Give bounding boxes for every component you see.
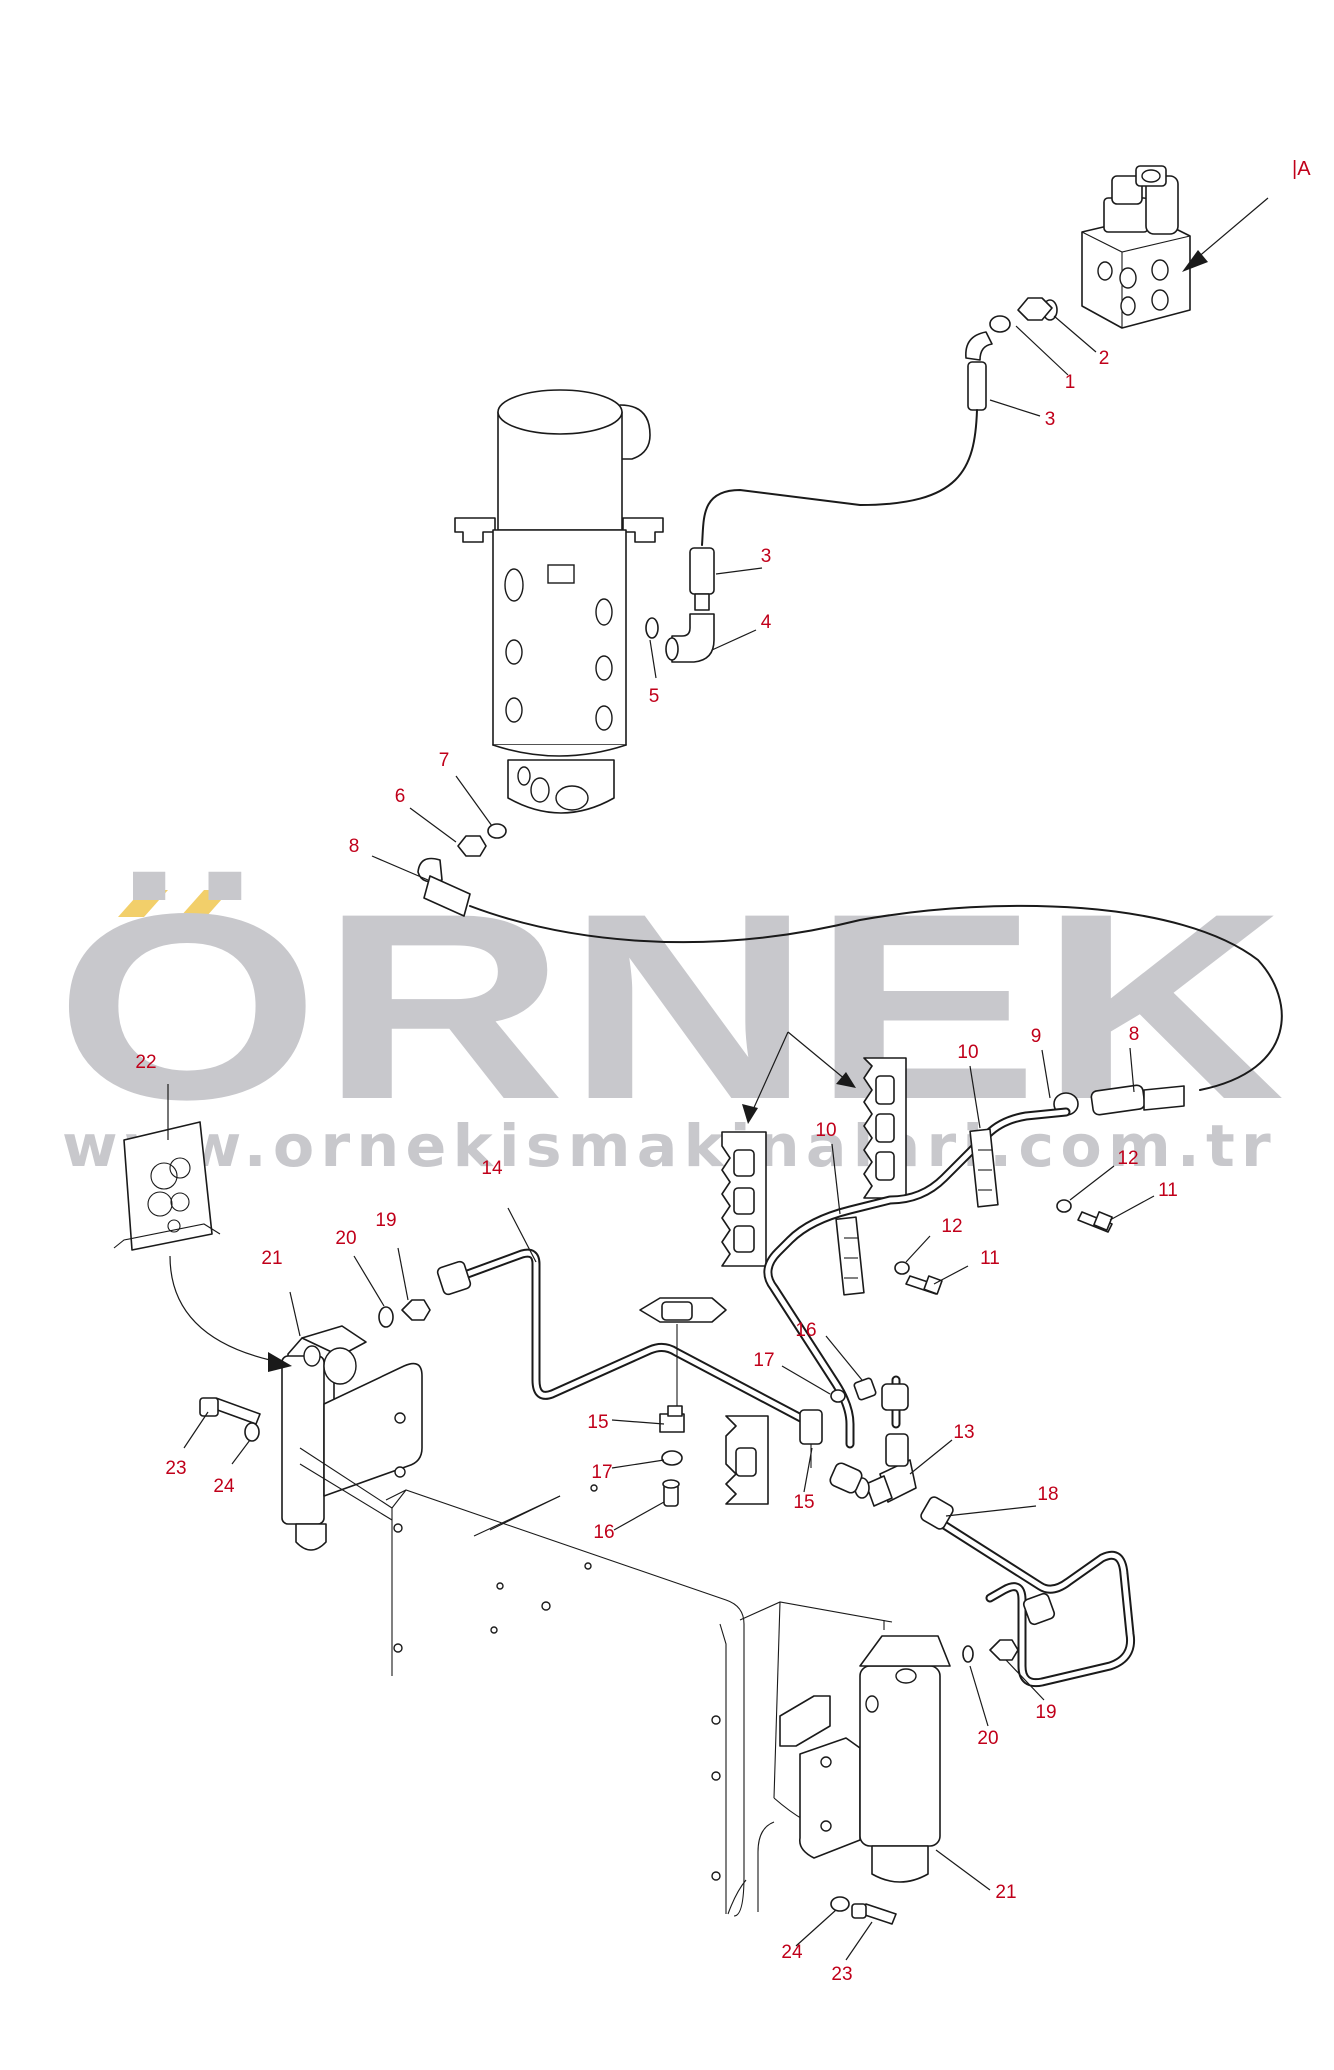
filter-21-left xyxy=(281,1325,423,1551)
callout-7: 7 xyxy=(439,750,450,771)
pipe-18-nuts xyxy=(920,1496,1056,1626)
callout-15-right: 15 xyxy=(793,1492,814,1513)
washer-17-bolt-16-lower xyxy=(661,1450,683,1507)
arrow-ref-a xyxy=(1182,197,1269,272)
clamp-15-right xyxy=(799,1409,823,1468)
callout-21-right: 21 xyxy=(995,1882,1016,1903)
fittings-19-20-left xyxy=(378,1299,431,1328)
callout-17-left: 17 xyxy=(591,1462,612,1483)
callout-18: 18 xyxy=(1037,1484,1058,1505)
hose-8 xyxy=(469,904,1283,1091)
filter-21-right xyxy=(779,1635,951,1883)
pipe-14-nut xyxy=(436,1260,472,1296)
callout-5: 5 xyxy=(649,686,660,707)
fittings-19-20-right xyxy=(962,1639,1019,1663)
hose-8-end-fitting xyxy=(1053,1084,1185,1116)
clamp-detail-lower xyxy=(721,1131,767,1267)
elbow-4 xyxy=(665,613,715,663)
watermark-url: www.ornekismakinalari.com.tr xyxy=(62,1112,1277,1180)
callout-1: 1 xyxy=(1065,372,1076,393)
clamp-detail-right xyxy=(725,1415,769,1505)
hose-3-fitting-lower xyxy=(689,547,715,611)
callout-19-left: 19 xyxy=(375,1210,396,1231)
callout-12-left: 12 xyxy=(941,1216,962,1237)
callout-11-left: 11 xyxy=(980,1248,1000,1269)
callout-15-left: 15 xyxy=(587,1412,608,1433)
clamp-detail-upper xyxy=(863,1057,907,1199)
callout-3-lower: 3 xyxy=(761,546,772,567)
swivel-joint xyxy=(454,389,664,814)
o-ring-5 xyxy=(645,617,659,639)
callout-20-right: 20 xyxy=(977,1728,998,1749)
hose-3 xyxy=(701,409,978,546)
callout-14: 14 xyxy=(481,1158,503,1179)
bolts-11-washers-12 xyxy=(894,1199,1113,1295)
callouts: 1 2 3 3 4 5 7 6 8 8 9 10 10 12 11 12 11 … xyxy=(135,348,1177,1985)
clamp-15-left xyxy=(659,1405,685,1433)
bolt-23-washer-24-left xyxy=(199,1397,261,1442)
ref-label: |A xyxy=(1292,158,1311,180)
callout-8-right: 8 xyxy=(1129,1024,1140,1045)
tee-13 xyxy=(829,1433,917,1507)
callout-23-left: 23 xyxy=(165,1458,186,1479)
leader-lines xyxy=(167,315,1155,1961)
chassis-frame xyxy=(385,1484,893,1917)
fittings-6-7 xyxy=(417,823,507,917)
fittings-1-2 xyxy=(965,297,1058,411)
callout-24-left: 24 xyxy=(213,1476,235,1497)
watermark-accent-right xyxy=(180,890,230,917)
seal-kit-22 xyxy=(113,1121,292,1372)
callout-8-left: 8 xyxy=(349,836,360,857)
arrows-to-clamps xyxy=(742,1031,856,1124)
callout-17-right: 17 xyxy=(753,1350,774,1371)
callout-22: 22 xyxy=(135,1052,156,1073)
washer-17-bolt-16-upper xyxy=(830,1377,877,1403)
callout-16-right: 16 xyxy=(795,1320,816,1341)
callout-19-right: 19 xyxy=(1035,1702,1056,1723)
callout-23-right: 23 xyxy=(831,1964,852,1985)
watermark: ÖRNEK www.ornekismakinalari.com.tr xyxy=(55,859,1285,1180)
callout-12-right: 12 xyxy=(1117,1148,1138,1169)
callout-24-right: 24 xyxy=(781,1942,803,1963)
clamp-10-right xyxy=(969,1128,999,1208)
callout-10-left: 10 xyxy=(815,1120,836,1141)
callout-16-left: 16 xyxy=(593,1522,614,1543)
bolt-23-washer-24-right xyxy=(830,1896,897,1925)
callout-11-right: 11 xyxy=(1158,1180,1178,1201)
callout-9: 9 xyxy=(1031,1026,1042,1047)
control-valve xyxy=(1081,165,1191,329)
pipe-14 xyxy=(457,1248,821,1431)
watermark-accent-left xyxy=(118,890,168,917)
callout-2: 2 xyxy=(1099,348,1110,369)
callout-4: 4 xyxy=(761,612,772,633)
callout-6: 6 xyxy=(395,786,406,807)
pipe-18 xyxy=(925,1511,1136,1688)
pipe-16-upper xyxy=(881,1375,909,1429)
clamp-10-left xyxy=(835,1216,865,1296)
callout-3-upper: 3 xyxy=(1045,409,1056,430)
clamp-detail-centre xyxy=(639,1297,727,1414)
callout-13: 13 xyxy=(953,1422,974,1443)
callout-20-left: 20 xyxy=(335,1228,356,1249)
callout-21-left: 21 xyxy=(261,1248,282,1269)
callout-10-right: 10 xyxy=(957,1042,978,1063)
